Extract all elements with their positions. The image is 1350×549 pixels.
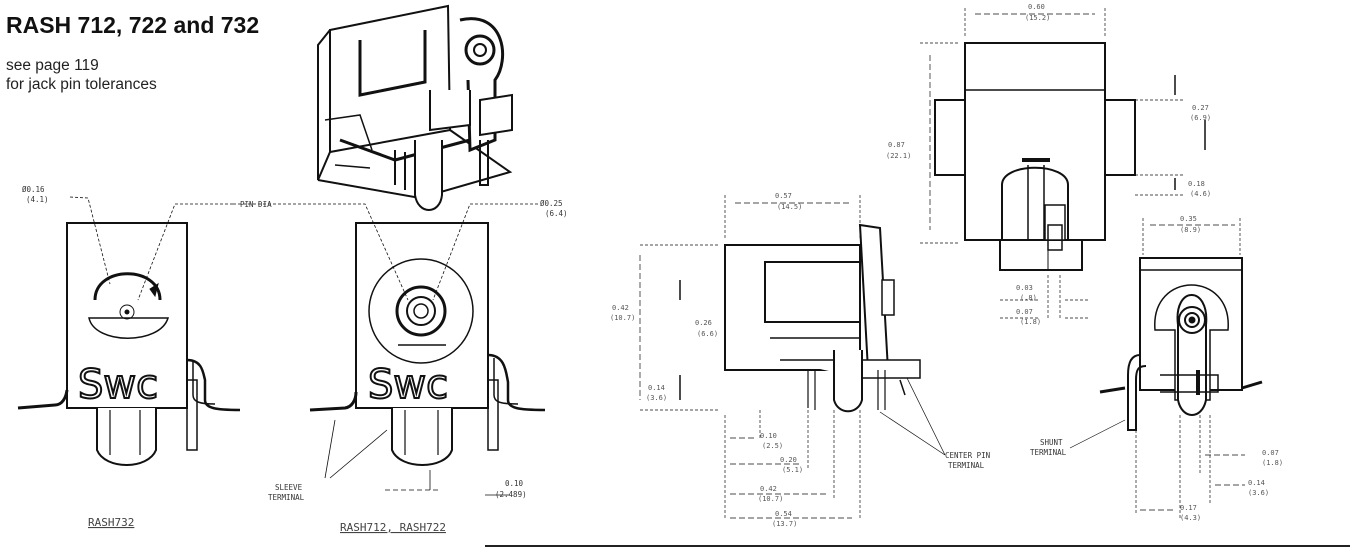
rear-dim-r2-1: 0.14 [1248,479,1265,487]
top-dim-height-2: (22.1) [886,152,911,160]
side-dim-top-1: 0.57 [775,192,792,200]
top-view [920,8,1206,271]
swc-logo-right: Swc [368,362,448,408]
center-pin-label-2: TERMINAL [948,461,985,470]
front-view-labels: Ø0.16 (4.1) PIN DIA Ø0.25 (6.4) SLEEVE T… [22,185,568,534]
shunt-label-1: SHUNT [1040,438,1063,447]
rear-dim-top-2: (8.9) [1180,226,1201,234]
side-dim-low-1: 0.14 [648,384,665,392]
caption-rash732: RASH732 [88,516,134,529]
side-dim-top-2: (14.5) [777,203,802,211]
pin-dia-label: PIN DIA [240,200,272,209]
side-dim-b3-1: 0.42 [760,485,777,493]
rear-dim-r3-1: 0.17 [1180,504,1197,512]
side-dim-b1-1: 0.10 [760,432,777,440]
right-dim-label-2: (6.4) [545,209,568,218]
bottom-dim-label-1: 0.10 [505,479,524,488]
side-dim-b3-2: (10.7) [758,495,783,503]
side-view [639,195,946,520]
side-dim-pin2-2: (1.8) [1020,318,1041,326]
top-dim-upper-2: (6.9) [1190,114,1211,122]
sleeve-label-1: SLEEVE [275,483,303,492]
swc-logo-left: Swc [78,362,158,408]
isometric-jack-sketch [317,4,513,211]
side-dim-b4-2: (13.7) [772,520,797,528]
caption-rash712-722: RASH712, RASH722 [340,521,446,534]
rear-dim-top-1: 0.35 [1180,215,1197,223]
side-dim-left-1: 0.42 [612,304,629,312]
top-dim-upper-1: 0.27 [1192,104,1209,112]
side-dim-pin1-1: 0.03 [1016,284,1033,292]
side-dim-b2-2: (5.1) [782,466,803,474]
rear-view-labels: 0.35 (8.9) SHUNT TERMINAL 0.07 (1.8) 0.1… [1030,215,1283,522]
side-dim-pin1-2: (.8) [1020,294,1037,302]
left-dim-label-1: Ø0.16 [22,185,45,194]
rear-dim-r1-2: (1.8) [1262,459,1283,467]
top-dim-lower-1: 0.18 [1188,180,1205,188]
side-view-labels: 0.57 (14.5) 0.42 (10.7) 0.26 (6.6) 0.14 … [610,192,1041,528]
side-dim-mid-1: 0.26 [695,319,712,327]
bottom-dim-label-2: (2.489) [495,490,527,499]
front-view-rash732: Swc [17,196,241,466]
rear-dim-r2-2: (3.6) [1248,489,1269,497]
page-title: RASH 712, 722 and 732 [6,12,260,38]
left-dim-label-2: (4.1) [26,195,49,204]
rear-dim-r1-1: 0.07 [1262,449,1279,457]
right-dim-label-1: Ø0.25 [540,199,563,208]
side-dim-left-2: (10.7) [610,314,635,322]
sleeve-label-2: TERMINAL [268,493,305,502]
note-line-2: for jack pin tolerances [6,76,157,93]
top-dim-height-1: 0.87 [888,141,905,149]
shunt-label-2: TERMINAL [1030,448,1067,457]
top-dim-width-2: (15.2) [1025,14,1050,22]
pin-dim-marks [1000,275,1090,320]
center-pin-label-1: CENTER PIN [945,451,990,460]
side-dim-b4-1: 0.54 [775,510,792,518]
side-dim-b1-2: (2.5) [762,442,783,450]
side-dim-pin2-1: 0.07 [1016,308,1033,316]
rear-view [1069,218,1263,520]
front-view-rash712-722: Swc [233,203,546,496]
side-dim-b2-1: 0.20 [780,456,797,464]
top-view-labels: 0.60 (15.2) 0.87 (22.1) 0.27 (6.9) 0.18 … [886,3,1211,198]
side-dim-low-2: (3.6) [646,394,667,402]
side-dim-mid-2: (6.6) [697,330,718,338]
rear-dim-r3-2: (4.3) [1180,514,1201,522]
top-dim-width-1: 0.60 [1028,3,1045,11]
note-line-1: see page 119 [6,57,99,74]
top-dim-lower-2: (4.6) [1190,190,1211,198]
